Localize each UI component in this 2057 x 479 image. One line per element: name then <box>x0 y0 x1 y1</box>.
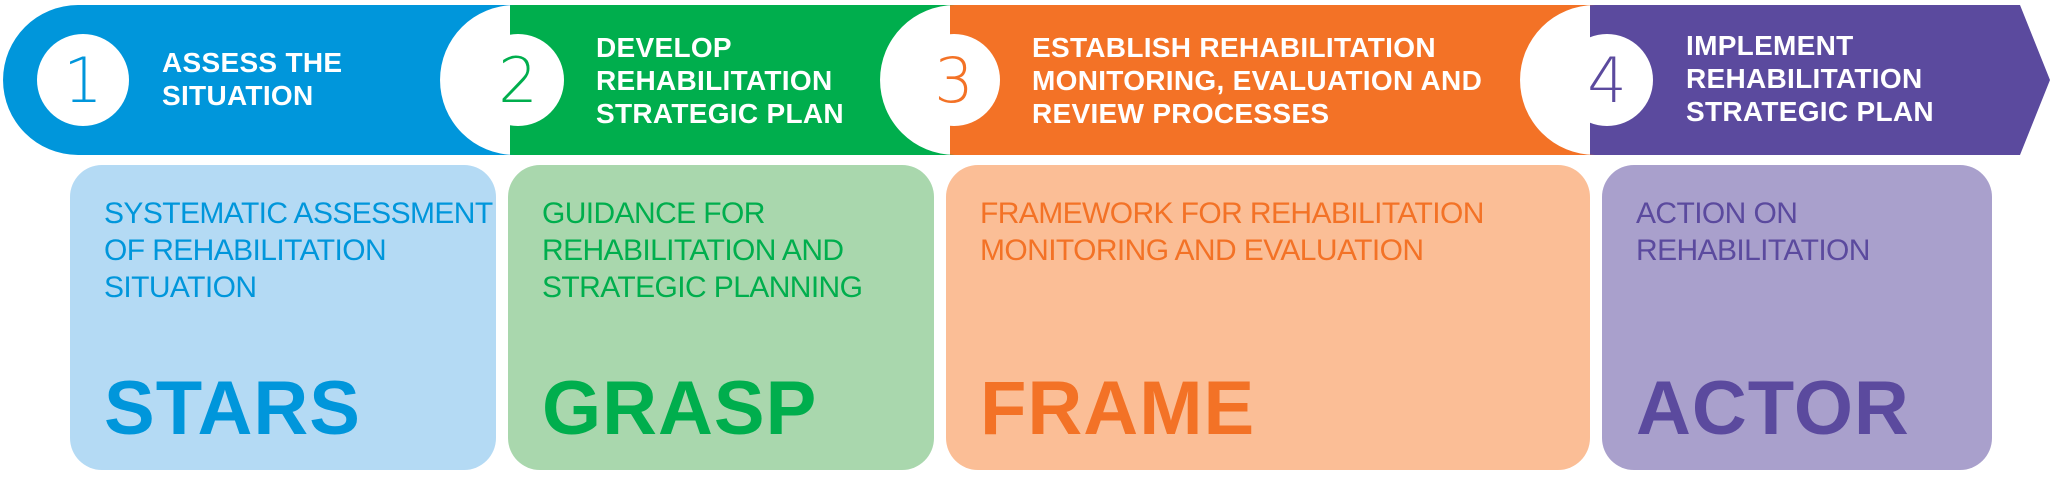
step-4-title-line: REHABILITATION <box>1686 63 1923 94</box>
actor-description: ACTION ON REHABILITATION <box>1636 195 1870 269</box>
step-3-number-circle: 3 <box>908 34 1000 126</box>
description-line: REHABILITATION <box>1636 234 1870 267</box>
description-line: GUIDANCE FOR <box>542 197 765 230</box>
step-4-title: IMPLEMENT REHABILITATION STRATEGIC PLAN <box>1686 29 1934 128</box>
grasp-tool-name: GRASP <box>542 366 818 451</box>
step-1-number: 1 <box>63 43 103 117</box>
step-1-title: ASSESS THE SITUATION <box>162 46 342 112</box>
description-line: REHABILITATION AND <box>542 234 844 267</box>
stars-description: SYSTEMATIC ASSESSMENT OF REHABILITATION … <box>104 195 493 306</box>
step-2-title-line: STRATEGIC PLAN <box>596 98 844 129</box>
step-4-title-line: STRATEGIC PLAN <box>1686 96 1934 127</box>
description-line: MONITORING AND EVALUATION <box>980 234 1424 267</box>
step-4-title-line: IMPLEMENT <box>1686 30 1854 61</box>
step-1-title-line: ASSESS THE <box>162 47 343 78</box>
step-3-title-line: MONITORING, EVALUATION AND <box>1032 65 1483 96</box>
step-2-title-line: DEVELOP <box>596 32 732 63</box>
step-2-band <box>510 5 955 155</box>
step-4-band <box>1590 5 2050 155</box>
step-2-title: DEVELOP REHABILITATION STRATEGIC PLAN <box>596 31 844 130</box>
description-line: SYSTEMATIC ASSESSMENT <box>104 197 493 230</box>
frame-tool-name: FRAME <box>980 366 1256 451</box>
stars-card: SYSTEMATIC ASSESSMENT OF REHABILITATION … <box>70 165 496 470</box>
description-line: STRATEGIC PLANNING <box>542 271 863 304</box>
step-1-number-circle: 1 <box>37 34 129 126</box>
step-1-band <box>3 5 515 155</box>
step-2-title-line: REHABILITATION <box>596 65 833 96</box>
actor-card: ACTION ON REHABILITATION ACTOR <box>1602 165 1992 470</box>
frame-description: FRAMEWORK FOR REHABILITATION MONITORING … <box>980 195 1484 269</box>
step-3-title-line: REVIEW PROCESSES <box>1032 98 1330 129</box>
description-line: OF REHABILITATION <box>104 234 387 267</box>
actor-tool-name: ACTOR <box>1636 366 1910 451</box>
step-3-title-line: ESTABLISH REHABILITATION <box>1032 32 1436 63</box>
process-arrow-band <box>3 5 2050 155</box>
step-3-number: 3 <box>934 43 974 117</box>
frame-card: FRAMEWORK FOR REHABILITATION MONITORING … <box>946 165 1590 470</box>
description-line: ACTION ON <box>1636 197 1798 230</box>
step-3-title: ESTABLISH REHABILITATION MONITORING, EVA… <box>1032 31 1482 130</box>
step-4-number-circle: 4 <box>1561 34 1653 126</box>
step-2-number: 2 <box>498 43 538 117</box>
step-2-number-circle: 2 <box>472 34 564 126</box>
step-3-band <box>950 5 1595 155</box>
stars-tool-name: STARS <box>104 366 361 451</box>
grasp-card: GUIDANCE FOR REHABILITATION AND STRATEGI… <box>508 165 934 470</box>
description-line: FRAMEWORK FOR REHABILITATION <box>980 197 1484 230</box>
step-4-number: 4 <box>1587 43 1627 117</box>
step-1-title-line: SITUATION <box>162 80 314 111</box>
description-line: SITUATION <box>104 271 257 304</box>
grasp-description: GUIDANCE FOR REHABILITATION AND STRATEGI… <box>542 195 863 306</box>
